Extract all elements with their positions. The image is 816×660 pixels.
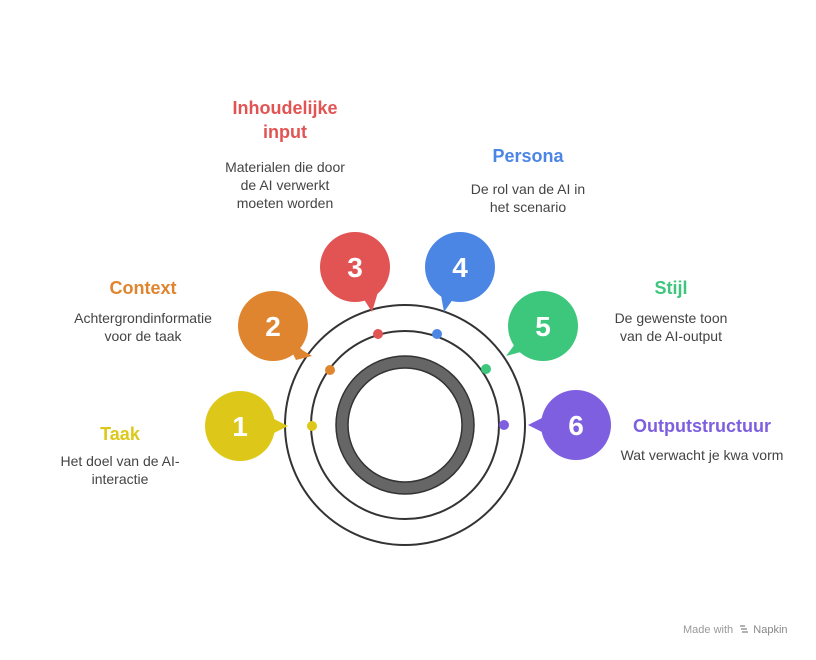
step-2-label: Context Achtergrondinformatie voor de ta… (58, 276, 228, 345)
step-5-title: Stijl (654, 278, 688, 298)
step-2-description-line: voor de taak (104, 328, 182, 344)
core-ring-outer-edge (335, 355, 475, 495)
step-2-description: Achtergrondinformatie voor de taak (58, 309, 228, 345)
step-2-title: Context (109, 278, 177, 298)
watermark-brand: Napkin (753, 624, 788, 636)
step-6-label: Outputstructuur Wat verwacht je kwa vorm (602, 414, 802, 464)
step-4-title: Persona (492, 146, 564, 166)
step-4-circle (425, 232, 495, 302)
step-3-title-line: Inhoudelijke (232, 98, 338, 118)
step-1-title: Taak (100, 424, 140, 444)
step-3-title: Inhoudelijke input (200, 96, 370, 144)
step-4-label: Persona De rol van de AI in het scenario (443, 144, 613, 216)
step-5-description-line: De gewenste toon (614, 310, 728, 326)
step-1-label: Taak Het doel van de AI- interactie (40, 422, 200, 488)
made-with-napkin-watermark: Made with Napkin (683, 624, 788, 636)
step-5-label: Stijl De gewenste toon van de AI-output (586, 276, 756, 345)
napkin-logo-icon (740, 625, 749, 633)
step-6-description: Wat verwacht je kwa vorm (602, 446, 802, 464)
step-1-bubble: 1 (205, 391, 317, 461)
step-1-description: Het doel van de AI- interactie (40, 452, 200, 488)
step-5-circle (508, 291, 578, 361)
step-6-bubble: 6 (499, 390, 611, 460)
step-3-description-line: moeten worden (236, 195, 334, 211)
step-1-number: 1 (232, 411, 248, 442)
step-3-bubble: 3 (320, 232, 390, 339)
step-6-title: Outputstructuur (633, 416, 771, 436)
core-ring-inner-edge (347, 367, 463, 483)
step-5-description: De gewenste toon van de AI-output (586, 309, 756, 345)
step-4-description: De rol van de AI in het scenario (443, 180, 613, 216)
step-1-description-line: Het doel van de AI- (60, 453, 180, 469)
watermark-prefix: Made with (683, 624, 734, 636)
step-2-dot (325, 365, 335, 375)
step-3-number: 3 (347, 252, 363, 283)
step-1-description-line: interactie (91, 471, 149, 487)
step-3-dot (373, 329, 383, 339)
core-ring (336, 356, 474, 494)
step-3-description-line: Materialen die door (225, 159, 345, 175)
step-3-circle (320, 232, 390, 302)
step-2-bubble: 2 (238, 291, 335, 375)
step-6-number: 6 (568, 410, 584, 441)
step-3-label: Inhoudelijke input Materialen die door d… (200, 96, 370, 212)
outer-ring (284, 304, 526, 546)
step-6-circle (541, 390, 611, 460)
step-5-description-line: van de AI-output (620, 328, 722, 344)
step-5-dot (481, 364, 491, 374)
step-1-circle (205, 391, 275, 461)
step-4-description-line: De rol van de AI in (470, 181, 586, 197)
step-3-description: Materialen die door de AI verwerkt moete… (200, 158, 370, 212)
step-5-bubble: 5 (481, 291, 578, 374)
step-3-description-line: de AI verwerkt (240, 177, 330, 193)
step-4-number: 4 (452, 252, 468, 283)
step-1-dot (307, 421, 317, 431)
step-4-description-line: het scenario (489, 199, 567, 215)
step-2-number: 2 (265, 311, 281, 342)
step-2-circle (238, 291, 308, 361)
step-5-number: 5 (535, 311, 551, 342)
step-4-dot (432, 329, 442, 339)
step-6-description-line: Wat verwacht je kwa vorm (620, 447, 784, 463)
step-4-bubble: 4 (425, 232, 495, 339)
step-2-description-line: Achtergrondinformatie (74, 310, 212, 326)
step-3-title-line: input (263, 122, 307, 142)
step-6-dot (499, 420, 509, 430)
